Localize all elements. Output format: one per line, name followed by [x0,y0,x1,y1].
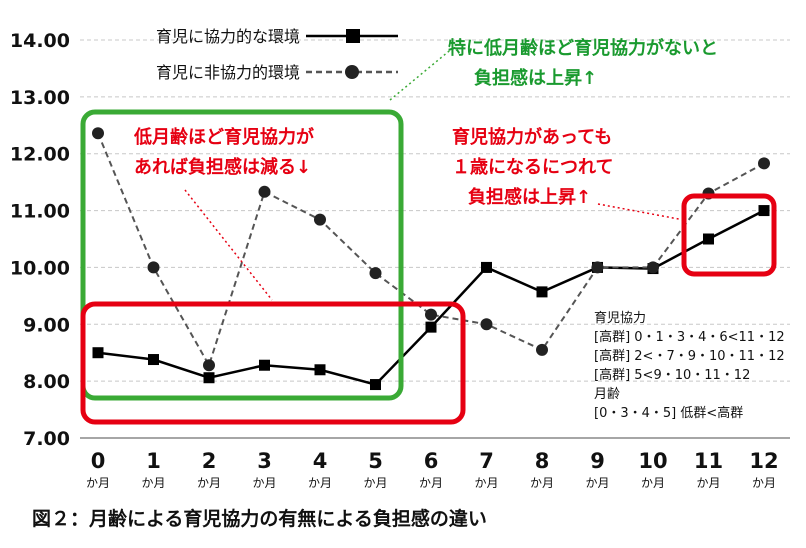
x-tick-label: 8 [535,449,550,473]
legend-label: 育児に協力的な環境 [156,27,300,46]
y-tick-label: 9.00 [23,314,70,336]
x-tick-unit: か月 [419,476,443,490]
y-tick-label: 10.00 [10,257,70,279]
x-tick-unit: か月 [530,476,554,490]
data-point-square [370,379,381,391]
y-tick-label: 11.00 [10,201,70,223]
x-tick-label: 6 [424,449,439,473]
x-tick-unit: か月 [86,476,110,490]
legend-label: 育児に非協力的環境 [156,63,300,82]
highlight-box-red-left [80,301,466,425]
data-point-circle [536,343,548,356]
data-point-square [425,321,437,333]
data-point-square [536,286,548,298]
data-point-square [314,364,326,376]
annotation-green: 特に低月齢ほど育児協力がないと [448,37,718,59]
data-point-circle [369,267,382,280]
annotation-red-left: あれば負担感は減る↓ [134,156,311,178]
leader-line-red-left [184,189,273,301]
data-point-circle [203,359,215,372]
annotation-red-left: 低月齢ほど育児協力が [133,126,314,148]
data-point-circle [147,261,160,274]
x-tick-label: 7 [479,449,494,473]
legend-marker-square [346,29,360,43]
annotation-green: 負担感は上昇↑ [474,67,597,89]
data-point-circle [480,318,493,331]
leader-line-green [389,41,461,101]
y-tick-label: 8.00 [23,371,70,393]
x-tick-unit: か月 [641,476,665,490]
y-tick-label: 13.00 [10,87,70,109]
legend-marker-circle [345,65,359,79]
data-point-circle [314,213,326,226]
data-point-square [148,354,159,366]
y-tick-label: 14.00 [10,30,70,52]
x-tick-label: 0 [91,449,106,473]
x-tick-label: 10 [638,449,667,473]
x-tick-label: 2 [202,449,217,473]
x-tick-unit: か月 [141,476,165,490]
data-point-square [92,347,104,359]
stats-note-line: [高群] 0・1・3・4・6<11・12 [594,329,785,345]
data-point-circle [647,261,659,274]
x-tick-label: 9 [590,449,605,473]
data-point-square [758,205,770,217]
x-tick-unit: か月 [585,476,609,490]
highlight-box-green [80,109,404,401]
data-point-square [203,372,215,384]
figure-caption: 図２：月齢による育児協力の有無による負担感の違い [32,508,487,530]
annotation-red-right: 育児協力があっても [452,126,612,148]
x-tick-unit: か月 [252,476,276,490]
data-point-circle [591,261,604,274]
data-point-circle [92,127,104,140]
data-point-circle [258,185,271,198]
data-point-square [481,261,492,273]
x-tick-unit: か月 [308,476,332,490]
highlight-box-red-right [681,193,777,277]
stats-note-line: 月齢 [594,387,620,402]
data-point-square [259,359,270,371]
data-point-circle [425,308,437,321]
y-tick-label: 7.00 [23,428,70,450]
y-tick-label: 12.00 [10,144,70,166]
stats-note-line: 育児協力 [594,310,646,326]
x-tick-unit: か月 [752,476,776,490]
annotation-red-right: 負担感は上昇↑ [468,186,591,208]
x-tick-label: 5 [368,449,383,473]
leader-line-red-right [597,203,685,221]
data-point-circle [758,157,770,170]
x-tick-unit: か月 [474,476,498,490]
x-tick-label: 11 [694,449,723,473]
x-tick-label: 1 [146,449,161,473]
x-tick-unit: か月 [363,476,387,490]
x-tick-unit: か月 [197,476,221,490]
x-tick-label: 12 [749,449,778,473]
x-tick-unit: か月 [696,476,720,490]
annotation-red-right: １歳になるにつれて [452,157,613,178]
stats-note-line: [高群] 5<9・10・11・12 [594,367,750,383]
stats-note-line: [高群] 2<・7・9・10・11・12 [594,348,785,364]
data-point-square [703,233,714,245]
x-tick-label: 3 [257,449,272,473]
x-tick-label: 4 [313,449,328,473]
stats-note-line: [0・3・4・5] 低群<高群 [594,405,743,421]
